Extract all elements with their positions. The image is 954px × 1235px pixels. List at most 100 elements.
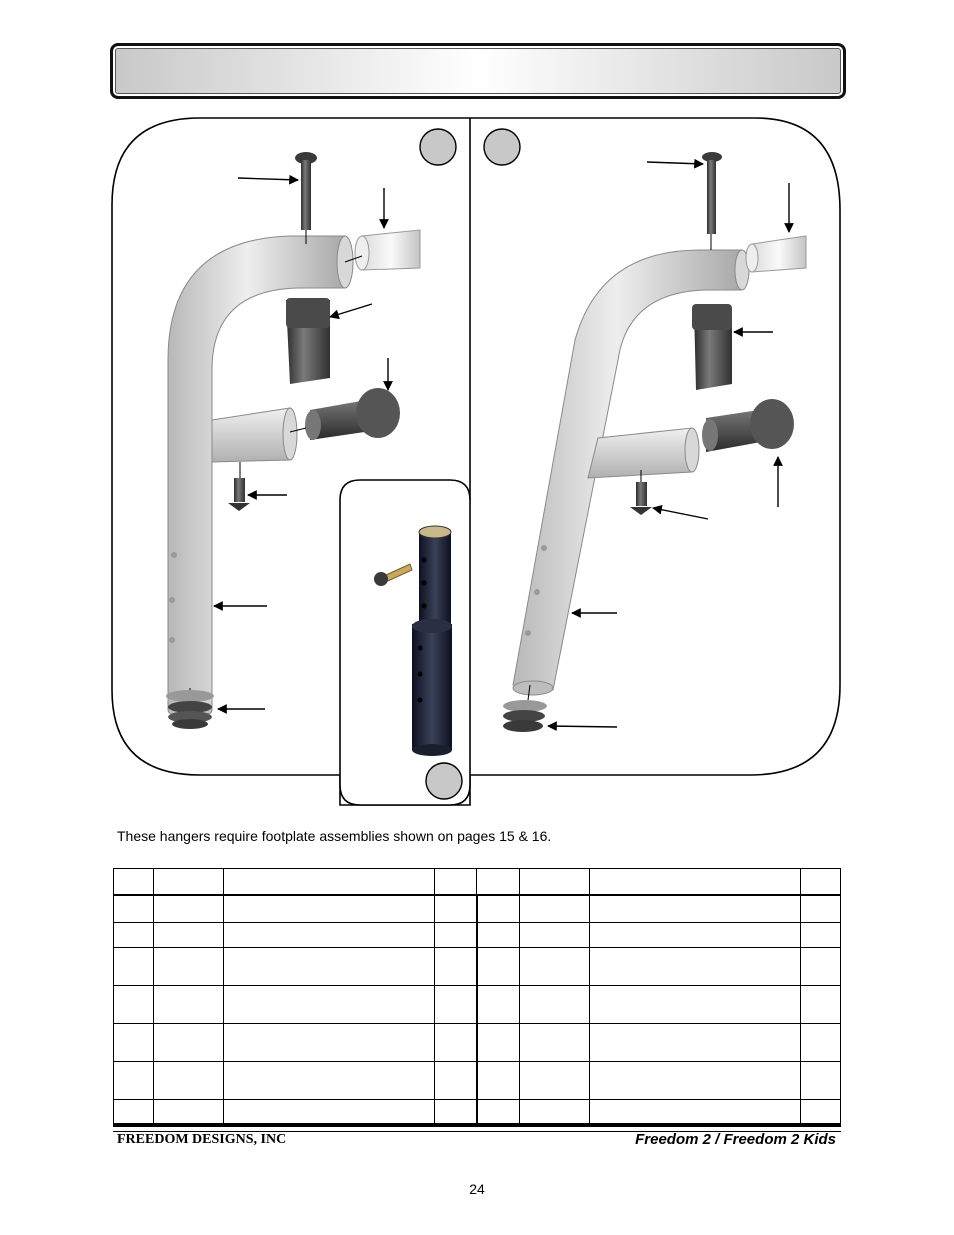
table-cell [588,921,801,948]
table-cell [518,1060,590,1100]
table-cell [475,946,520,986]
table-cell [518,946,590,986]
extension-bolt [374,563,413,586]
table-cell [223,921,436,948]
right-foot-insert [503,684,547,732]
extension-tube [412,525,452,756]
table-cell [153,1022,225,1062]
table-header-cell [588,868,801,896]
table-cell [153,894,225,923]
table-cell [475,894,520,923]
table-cell [799,1098,842,1124]
table-cell [434,1022,478,1062]
table-cell [799,1022,842,1062]
footer-company: FREEDOM DESIGNS, INC [117,1132,287,1147]
table-cell [112,984,155,1024]
left-bushing [289,388,400,440]
table-cell [153,946,225,986]
table-cell [799,946,842,986]
table-header-cell [153,868,225,896]
table-cell [434,921,478,948]
table-cell [588,1022,801,1062]
callout-circle-left [419,128,457,166]
right-top-screw [702,152,722,250]
table-cell [518,1022,590,1062]
left-hanger [167,235,354,719]
table-cell [223,894,436,923]
table-cell [799,984,842,1024]
left-end-cap [344,229,421,271]
table-row [112,921,842,948]
table-cell [434,984,478,1024]
right-small-screw [630,470,652,515]
table-row [112,984,842,1024]
table-cell [153,921,225,948]
table-cell [588,984,801,1024]
table-cell [475,1022,520,1062]
section-title-bar [110,43,846,99]
table-cell [799,921,842,948]
table-cell [153,1060,225,1100]
callout-circle-inset [425,762,463,800]
table-cell [475,984,520,1024]
left-top-screw [295,152,317,244]
table-row [112,894,842,923]
table-cell [434,1060,478,1100]
table-header-row [112,868,842,896]
table-cell [518,921,590,948]
table-cell [112,1060,155,1100]
table-cell [799,894,842,923]
right-hanger [512,249,750,696]
table-cell [799,1060,842,1100]
table-cell [112,1098,155,1124]
table-header-cell [518,868,590,896]
footplate-note: These hangers require footplate assembli… [117,828,552,844]
table-header-cell [112,868,155,896]
right-bushing [702,399,794,452]
left-small-screw [228,462,250,511]
table-cell [223,1060,436,1100]
table-header-cell [434,868,478,896]
table-cell [153,984,225,1024]
right-end-cap [745,235,807,273]
left-foot-insert [166,688,214,729]
table-cell [518,1098,590,1124]
table-cell [588,894,801,923]
table-cell [223,1098,436,1124]
table-cell [518,894,590,923]
table-cell [475,921,520,948]
table-row [112,1098,842,1124]
table-header-cell [476,868,520,896]
table-cell [112,1022,155,1062]
table-cell [518,984,590,1024]
table-cell [112,921,155,948]
table-row [112,946,842,986]
table-cell [588,1098,801,1124]
table-cell [223,984,436,1024]
table-cell [112,946,155,986]
table-cell [153,1098,225,1124]
table-cell [588,946,801,986]
table-cell [434,1098,478,1124]
table-cell [434,946,478,986]
parts-table [112,868,842,1124]
table-cell [434,894,478,923]
footer-rule [113,1124,841,1132]
table-cell [588,1060,801,1100]
table-cell [475,1098,520,1124]
table-header-cell [223,868,436,896]
footer-product: Freedom 2 / Freedom 2 Kids [635,1131,836,1148]
table-cell [223,946,436,986]
table-row [112,1022,842,1062]
exploded-parts-diagram [111,117,841,806]
table-cell [112,894,155,923]
left-clamp [286,298,330,384]
callout-arrows [213,158,794,732]
table-row [112,1060,842,1100]
table-header-cell [799,868,842,896]
table-cell [475,1060,520,1100]
diagram-panel-outline [111,117,841,806]
table-cell [223,1022,436,1062]
callout-circle-right [483,128,521,166]
page-number: 24 [469,1181,485,1197]
